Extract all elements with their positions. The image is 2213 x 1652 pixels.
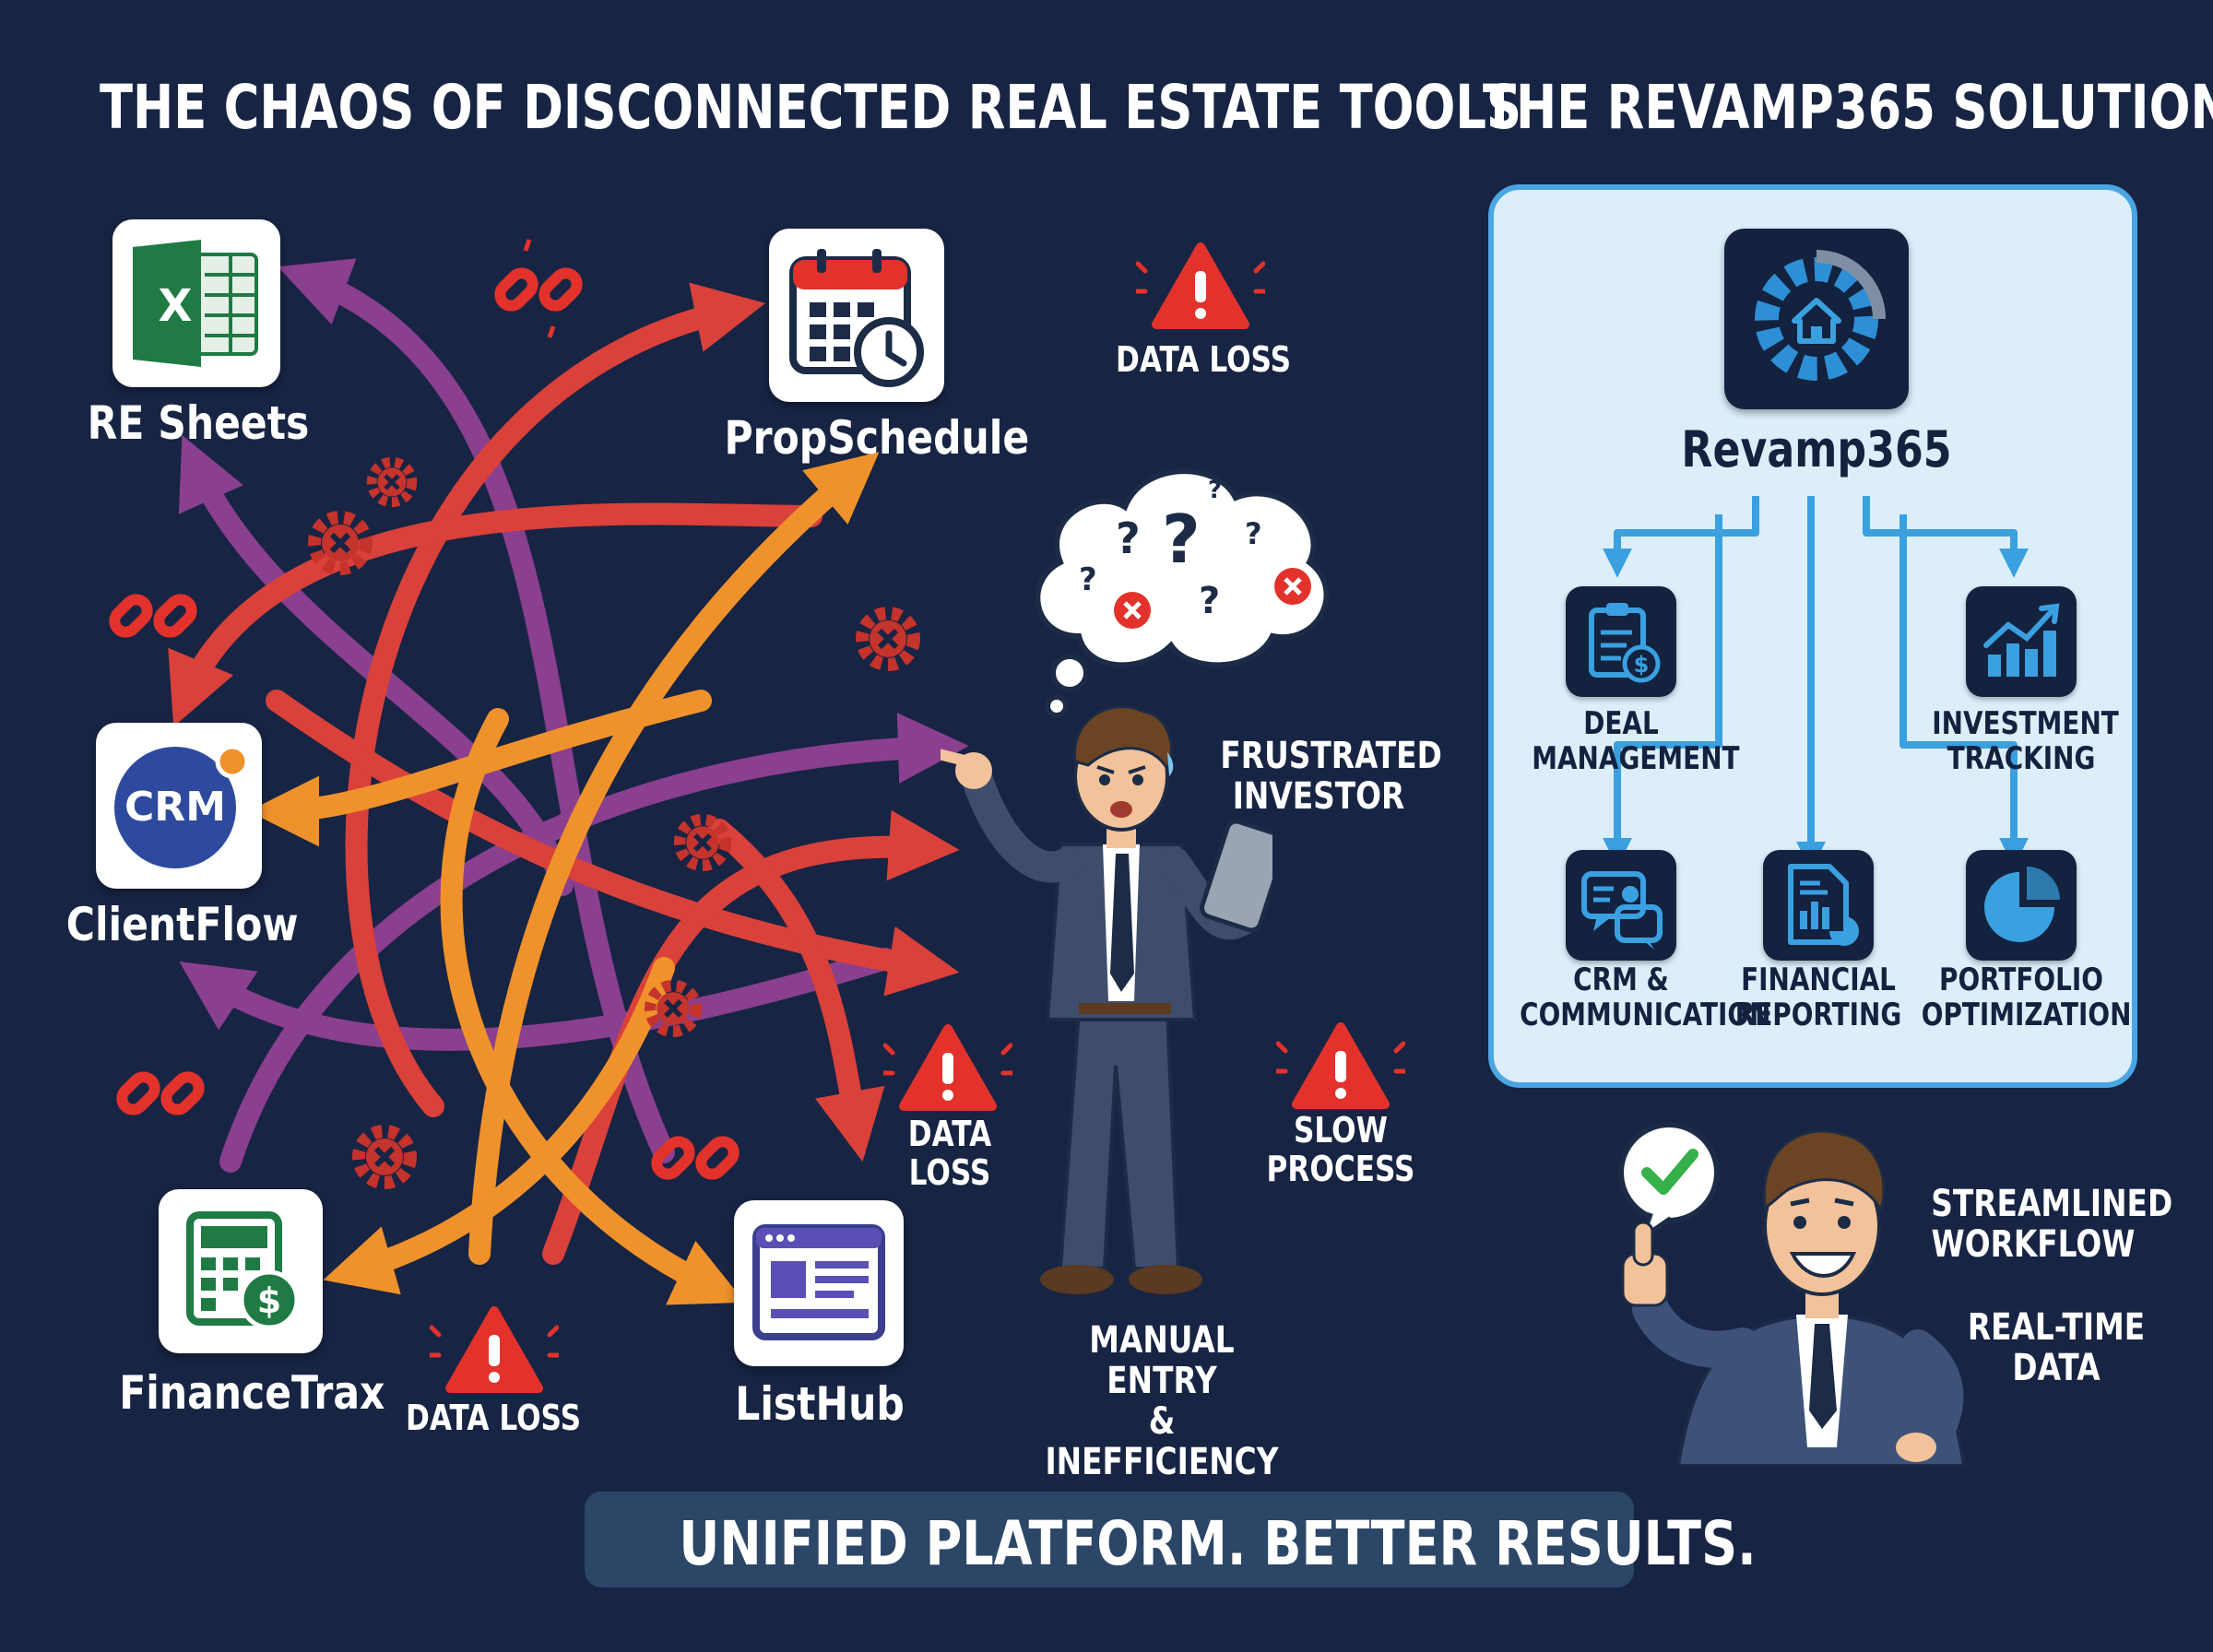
growth-chart-icon (1983, 603, 2060, 677)
clipboard-dollar-icon: $ (1589, 603, 1661, 683)
tangled-arrows (168, 258, 969, 1305)
svg-text:?: ? (1208, 477, 1222, 504)
warning-data-loss-bottom: DATA LOSS (405, 1398, 582, 1438)
chat-contact-icon (1581, 871, 1663, 950)
svg-text:?: ? (1116, 513, 1141, 563)
svg-text:?: ? (1245, 516, 1262, 551)
crm-badge-text: CRM (124, 784, 226, 831)
manual-entry-label: MANUAL ENTRY & INEFFICIENCY (1045, 1319, 1279, 1483)
listing-window-icon (752, 1224, 885, 1340)
crm-badge-icon (114, 744, 250, 868)
feature-tile-financial-reporting[interactable] (1763, 850, 1874, 961)
tool-label-listhub: ListHub (735, 1377, 905, 1431)
spreadsheet-icon (133, 240, 258, 367)
feature-tile-investment-tracking[interactable] (1966, 586, 2077, 697)
tool-label-propschedule: PropSchedule (724, 411, 1030, 465)
warning-data-loss-middle: DATA LOSS (907, 1114, 992, 1193)
warning-icon (1136, 242, 1265, 329)
warning-icon (1276, 1022, 1405, 1109)
gear-error-icon (856, 607, 920, 671)
tool-tile-propschedule[interactable] (769, 229, 944, 402)
revamp365-app-tile[interactable] (1724, 229, 1909, 409)
svg-text:?: ? (1079, 561, 1097, 598)
arrow-purple-3 (179, 948, 896, 1051)
feature-connectors (1603, 496, 2029, 871)
left-title: THE CHAOS OF DISCONNECTED REAL ESTATE TO… (100, 72, 1522, 143)
tool-tile-re-sheets[interactable]: X (112, 219, 280, 387)
feature-tile-deal-management[interactable]: $ (1566, 586, 1676, 697)
warning-data-loss-top: DATA LOSS (1115, 339, 1292, 380)
happy-investor-figure (1618, 1122, 1967, 1466)
benefit-real-time-data: REAL-TIME DATA (1967, 1306, 2146, 1389)
right-title: THE REVAMP365 SOLUTION (1483, 72, 2213, 143)
calculator-dollar-icon: $ (186, 1211, 300, 1330)
pie-chart-icon (1984, 867, 2060, 942)
arrow-red-4 (542, 809, 960, 1265)
feature-tile-crm-communication[interactable] (1566, 850, 1676, 961)
feature-tile-portfolio-optimization[interactable] (1966, 850, 2077, 961)
tool-label-financetrax: FinanceTrax (119, 1366, 385, 1420)
revamp365-app-name: Revamp365 (1681, 420, 1952, 478)
frustrated-investor-label: FRUSTRATED INVESTOR (1220, 735, 1442, 818)
gear-error-icon (366, 456, 418, 508)
spreadsheet-icon-letter: X (158, 280, 193, 332)
arrow-red-5 (708, 819, 885, 1162)
gear-error-icon (308, 511, 373, 575)
report-document-icon (1788, 864, 1859, 946)
svg-text:$: $ (1634, 652, 1650, 678)
gear-house-icon (1755, 250, 1886, 381)
tagline-banner: UNIFIED PLATFORM. BETTER RESULTS. (585, 1492, 1757, 1587)
warning-icon (430, 1306, 559, 1393)
gear-error-icon (644, 979, 703, 1038)
tool-tile-listhub[interactable] (734, 1200, 904, 1366)
arrow-orange-2 (248, 690, 712, 847)
broken-chain-icon (651, 1136, 740, 1180)
tagline-text: UNIFIED PLATFORM. BETTER RESULTS. (679, 1508, 1757, 1579)
arrow-orange-4 (323, 957, 675, 1295)
benefit-streamlined-workflow: STREAMLINED WORKFLOW (1931, 1183, 2173, 1266)
warning-slow-process: SLOW PROCESS (1266, 1110, 1415, 1189)
warning-icon (883, 1024, 1012, 1111)
tool-tile-financetrax[interactable]: $ (159, 1189, 323, 1353)
confused-thought-bubble: ??? ??? (1035, 468, 1330, 718)
arrow-purple-4 (178, 434, 574, 896)
broken-chain-icon (109, 594, 197, 638)
feature-label-financial-reporting: FINANCIAL REPORTING (1734, 962, 1902, 1034)
gear-error-icon (673, 813, 732, 872)
calendar-clock-icon (789, 249, 924, 387)
tool-tile-clientflow[interactable]: CRM (96, 723, 262, 889)
feature-label-portfolio-optimization: PORTFOLIO OPTIMIZATION (1921, 962, 2132, 1034)
arrow-orange-3 (440, 708, 745, 1305)
broken-chain-icon (494, 239, 583, 338)
feature-label-deal-management: DEAL MANAGEMENT (1532, 705, 1740, 778)
tool-label-clientflow: ClientFlow (65, 898, 299, 951)
tool-label-re-sheets: RE Sheets (87, 396, 310, 450)
arrow-red-2 (168, 502, 822, 727)
svg-text:?: ? (1162, 501, 1201, 578)
arrow-orange-1 (468, 452, 880, 1265)
svg-text:?: ? (1199, 580, 1220, 622)
arrow-purple-1 (278, 258, 675, 1163)
feature-label-crm-communication: CRM & COMMUNICATION (1520, 962, 1771, 1034)
svg-text:$: $ (257, 1280, 281, 1321)
feature-label-investment-tracking: INVESTMENT TRACKING (1932, 705, 2119, 778)
solution-panel: Revamp365 $ DEAL MANAGEMENT INVESTMENT T (1488, 184, 2137, 1088)
broken-chain-icon (116, 1071, 205, 1115)
frustrated-investor-figure (941, 705, 1272, 1294)
arrow-red-1 (345, 282, 766, 1117)
gear-error-icon (352, 1125, 417, 1189)
